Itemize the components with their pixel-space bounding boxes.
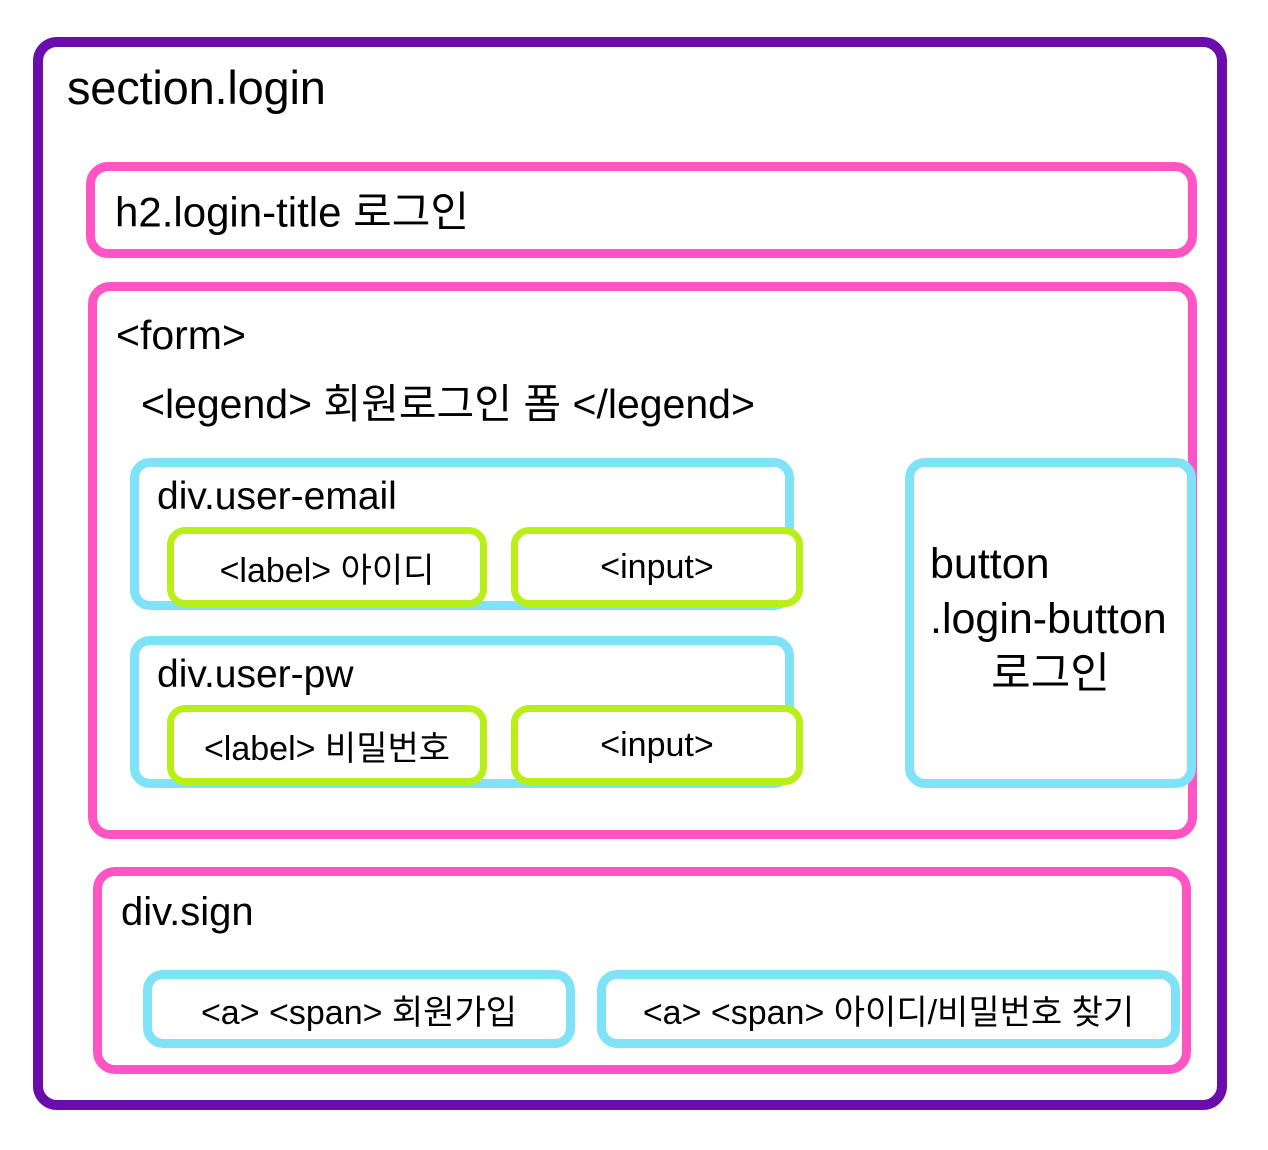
div-sign-label: div.sign <box>121 890 254 934</box>
form-tag-label: <form> <box>116 312 246 358</box>
div-user-email-label: div.user-email <box>157 475 397 518</box>
div-sign-box: div.sign <a> <span> 회원가입 <a> <span> 아이디/… <box>93 867 1191 1074</box>
find-id-pw-link-box[interactable]: <a> <span> 아이디/비밀번호 찾기 <box>597 970 1180 1048</box>
section-login-label: section.login <box>67 61 326 114</box>
user-email-input-box[interactable]: <input> <box>511 527 803 607</box>
user-pw-input-box[interactable]: <input> <box>511 705 803 785</box>
login-button-text: button .login-button 로그인 <box>914 537 1187 702</box>
login-button-box[interactable]: button .login-button 로그인 <box>905 458 1196 788</box>
user-pw-label-box: <label> 비밀번호 <box>167 705 487 785</box>
login-title-label: h2.login-title 로그인 <box>115 188 470 236</box>
login-button-class-label: .login-button <box>930 595 1167 644</box>
login-title-box: h2.login-title 로그인 <box>86 162 1197 258</box>
section-login-box: section.login h2.login-title 로그인 <form> … <box>33 37 1227 1110</box>
signup-link-box[interactable]: <a> <span> 회원가입 <box>143 970 575 1048</box>
div-user-pw-label: div.user-pw <box>157 653 354 696</box>
form-box: <form> <legend> 회원로그인 폼 </legend> div.us… <box>88 282 1197 839</box>
legend-tag-label: <legend> 회원로그인 폼 </legend> <box>141 381 755 427</box>
user-email-label-box: <label> 아이디 <box>167 527 487 607</box>
login-button-caption-label: 로그인 <box>991 650 1110 699</box>
login-button-tag-label: button <box>930 540 1050 589</box>
div-user-pw-box: div.user-pw <label> 비밀번호 <input> <box>130 636 803 788</box>
div-user-email-box: div.user-email <label> 아이디 <input> <box>130 458 803 610</box>
